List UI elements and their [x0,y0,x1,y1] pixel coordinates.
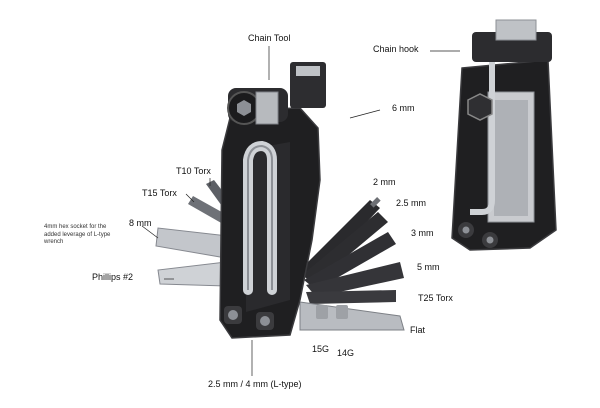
label-flat: Flat [410,325,426,335]
hex-key-5mm [306,262,404,297]
label-l-type: 2.5 mm / 4 mm (L-type) [208,379,302,389]
spoke-wrench-15g [316,305,328,319]
leader-6mm [349,109,381,119]
label-5mm: 5 mm [417,262,440,272]
bit-phillips [157,261,227,287]
label-14g: 14G [337,348,355,358]
torx-t25 [306,290,396,304]
chain-tool-head [227,62,326,125]
leader-8mm [141,225,159,239]
label-hex-socket-note: 4mm hex socket for the added leverage of… [44,224,111,245]
label-t15-torx: T15 Torx [142,188,177,198]
chain-hook [470,37,495,215]
hex-key-fan [300,197,404,304]
hex-key-3mm [304,232,396,290]
label-phillips-2: Phillips #2 [92,272,134,282]
hex-key-2-5mm [302,212,388,284]
hex-socket-6mm [467,93,493,121]
label-t25-torx: T25 Torx [418,293,453,303]
label-15g: 15G [312,344,330,354]
spoke-wrench-14g [336,305,348,319]
side-view-tool [451,19,557,251]
label-6mm: 6 mm [392,103,415,113]
label-chain-hook: Chain hook [373,44,419,54]
leader-lines [141,46,460,376]
hex-key-2mm [300,200,380,280]
flat-screwdriver [299,301,405,331]
label-t10-torx: T10 Torx [176,166,211,176]
label-2mm: 2 mm [373,177,396,187]
main-tool [155,62,405,339]
label-chain-tool: Chain Tool [248,33,291,43]
label-8mm: 8 mm [129,218,152,228]
leader-t15 [185,193,195,203]
bit-8mm [155,227,229,259]
label-3mm: 3 mm [411,228,434,238]
label-2-5mm: 2.5 mm [396,198,427,208]
